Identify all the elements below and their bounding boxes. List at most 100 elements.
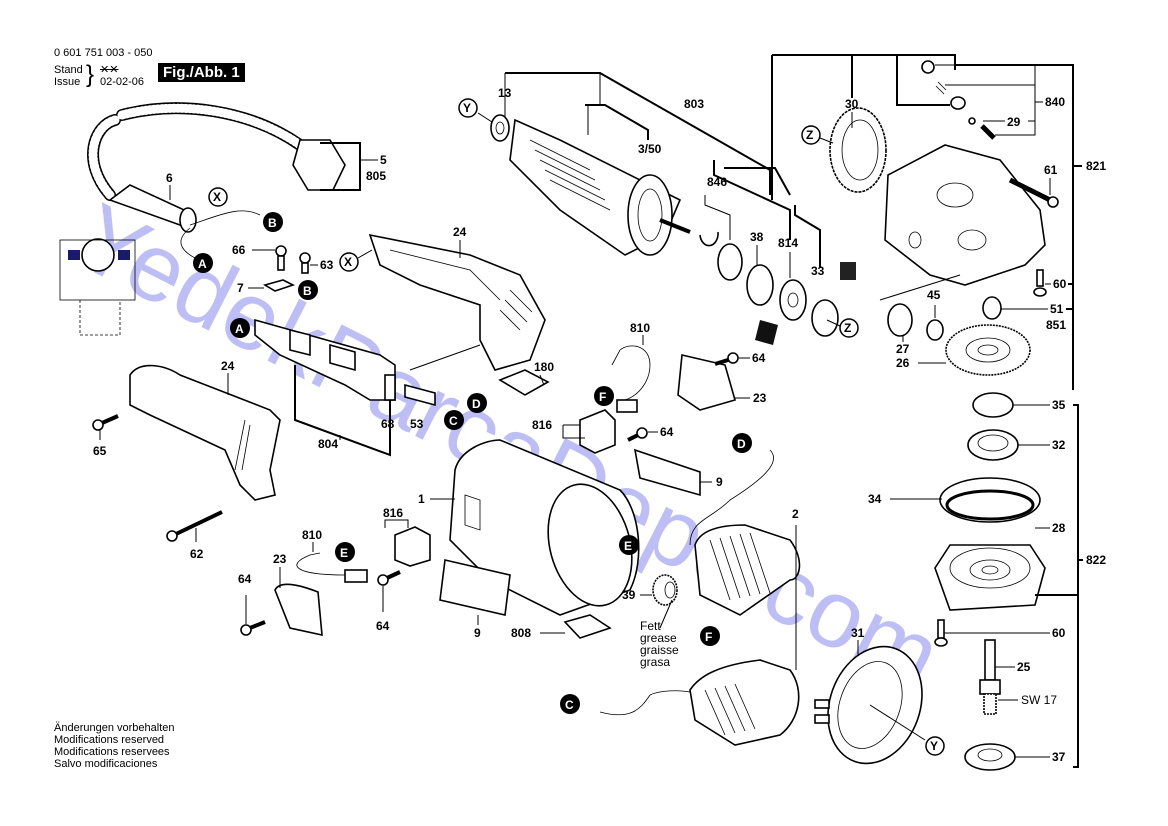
callout-51: 51 (1050, 302, 1064, 316)
callout-822: 822 (1086, 553, 1106, 567)
grease-es: grasa (640, 655, 670, 669)
needle-bearing-38-icon (746, 264, 774, 306)
callout-3-50: 3/50 (638, 142, 662, 156)
felt-ring-39-icon (652, 574, 678, 606)
screw-66-icon (275, 245, 287, 271)
callout-821: 821 (1086, 159, 1106, 173)
brush-810-bottom-icon (344, 569, 368, 583)
connector-f-brush: F (594, 386, 614, 406)
grease-fr: graisse (640, 643, 679, 657)
callout-60-top: 60 (1053, 277, 1067, 291)
callout-61: 61 (1044, 163, 1058, 177)
callout-816-bottom: 816 (383, 506, 403, 520)
callout-64-left: 64 (238, 572, 252, 586)
spring-icon (935, 81, 947, 95)
callout-9-top: 9 (716, 475, 723, 489)
part-number: 0 601 751 003 - 050 (54, 47, 153, 59)
connector-y-guard: Y (925, 736, 945, 756)
power-cord-icon (87, 102, 346, 233)
switch-assembly-icon (254, 318, 436, 407)
screw-64-top-icon (714, 352, 739, 366)
connector-f-coil: F (700, 626, 720, 646)
callout-60-bottom: 60 (1052, 626, 1066, 640)
callout-64-top: 64 (752, 351, 766, 365)
callout-6: 6 (166, 171, 173, 185)
svg-text:D: D (737, 437, 746, 451)
callout-1: 1 (418, 492, 425, 506)
label-9-bottom-icon (439, 559, 511, 616)
callout-39: 39 (622, 588, 636, 602)
connector-a-cord: A (193, 253, 213, 273)
callout-53: 53 (410, 417, 424, 431)
screw-64-lower-icon (377, 570, 401, 586)
issue-date: 02-02-06 (100, 76, 145, 88)
clamp-ring-34-icon (939, 477, 1041, 523)
callout-180: 180 (534, 360, 554, 374)
callout-851: 851 (1046, 318, 1066, 332)
svg-text:A: A (198, 257, 207, 271)
screw-62-icon (166, 510, 223, 542)
footer-line-fr: Modifications reservees (54, 746, 170, 758)
callout-25: 25 (1017, 660, 1031, 674)
callout-32: 32 (1052, 438, 1066, 452)
callout-66: 66 (232, 243, 246, 257)
callout-38: 38 (750, 230, 764, 244)
spindle-25-icon (979, 639, 1001, 715)
svg-text:Z: Z (844, 321, 851, 335)
washer-846-icon (717, 243, 743, 281)
connector-d-switch: D (467, 393, 487, 413)
svg-text:D: D (472, 397, 481, 411)
brace: } (86, 61, 95, 88)
label-9-top-icon (633, 448, 701, 497)
callout-846: 846 (707, 175, 727, 189)
bevel-gear-30-icon (829, 107, 887, 193)
svg-text:Z: Z (806, 128, 813, 142)
callout-37: 37 (1052, 750, 1066, 764)
connector-x-housing: X (339, 252, 359, 272)
screw-63-icon (299, 252, 311, 274)
callout-65: 65 (93, 444, 107, 458)
svg-text:C: C (565, 698, 574, 712)
callout-29: 29 (1007, 115, 1021, 129)
connector-b-switch: B (298, 280, 318, 300)
bearing-33-icon (811, 299, 839, 337)
svg-text:A: A (235, 322, 244, 336)
footer-line-es: Salvo modificaciones (54, 758, 158, 770)
field-coil-bottom-icon (689, 659, 800, 746)
ball-bearing-814-icon (779, 279, 807, 321)
connector-c-coil: C (560, 694, 580, 714)
callout-30: 30 (845, 97, 859, 111)
brush-cap-23-top-icon (677, 354, 736, 411)
connector-e-brush: E (335, 542, 355, 562)
callout-804: 804 (318, 437, 338, 451)
grease-fett: Fett (640, 619, 661, 633)
connector-c-switch: C (444, 410, 464, 430)
connector-x-cord: X (208, 187, 228, 207)
circlip-icon (699, 231, 719, 247)
guard-31-icon (814, 645, 923, 765)
footer-line-de: Änderungen vorbehalten (54, 722, 175, 734)
flange-37-icon (964, 743, 1016, 771)
svg-text:B: B (268, 216, 277, 230)
connector-b-cord: B (263, 212, 283, 232)
connector-z-bearing: Z (839, 318, 859, 338)
footer-line-en: Modifications reserved (54, 734, 165, 746)
callout-840: 840 (1045, 95, 1065, 109)
sleeve-51-icon (982, 296, 1002, 320)
connector-z-gear: Z (801, 125, 821, 145)
field-coil-top-icon (694, 524, 801, 616)
callout-24-top: 24 (453, 225, 467, 239)
wiring-schematic-icon (59, 238, 136, 336)
callout-2: 2 (792, 507, 799, 521)
svg-text:Y: Y (930, 739, 938, 753)
issue-label: Issue (54, 76, 81, 88)
stand-label: Stand (54, 64, 83, 76)
bevel-gear-26-icon (945, 324, 1031, 376)
callout-7: 7 (237, 281, 244, 295)
callout-62: 62 (190, 547, 204, 561)
callout-28: 28 (1052, 521, 1066, 535)
nut-45-icon (926, 319, 944, 341)
callout-34: 34 (868, 492, 882, 506)
label-180-icon (498, 369, 550, 396)
